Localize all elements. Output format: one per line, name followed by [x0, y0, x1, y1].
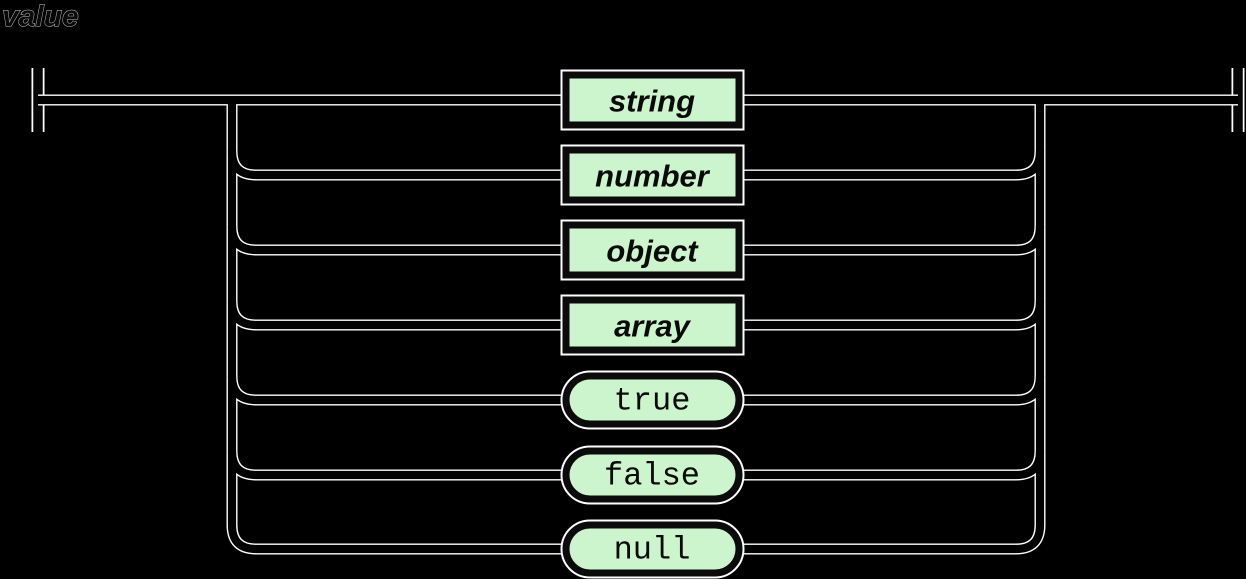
nonterminal-box-number[interactable] — [562, 146, 743, 204]
nonterminal-box-array[interactable] — [562, 296, 743, 354]
nonterminal-label-object: object — [606, 234, 699, 269]
alternative-number[interactable]: number — [560, 144, 745, 206]
alternative-true[interactable]: true — [560, 370, 745, 430]
alternative-string[interactable]: string — [560, 69, 745, 131]
diagram-title: value — [2, 0, 79, 33]
nonterminal-label-number: number — [595, 159, 711, 194]
nonterminal-box-object[interactable] — [562, 221, 743, 279]
nonterminal-label-array: array — [614, 309, 692, 344]
nonterminal-label-string: string — [609, 84, 695, 119]
alternative-object[interactable]: object — [560, 219, 745, 281]
terminal-label-null: null — [614, 532, 691, 569]
terminal-label-false: false — [604, 458, 700, 495]
alternative-null[interactable]: null — [560, 519, 745, 579]
terminal-box-null[interactable] — [562, 521, 743, 577]
terminal-box-true[interactable] — [562, 372, 743, 428]
terminal-box-false[interactable] — [562, 447, 743, 503]
nonterminal-box-string[interactable] — [562, 71, 743, 129]
alternative-array[interactable]: array — [560, 294, 745, 356]
rail-core-layer — [38, 95, 1238, 554]
terminal-label-true: true — [614, 383, 691, 420]
alternative-false[interactable]: false — [560, 445, 745, 505]
